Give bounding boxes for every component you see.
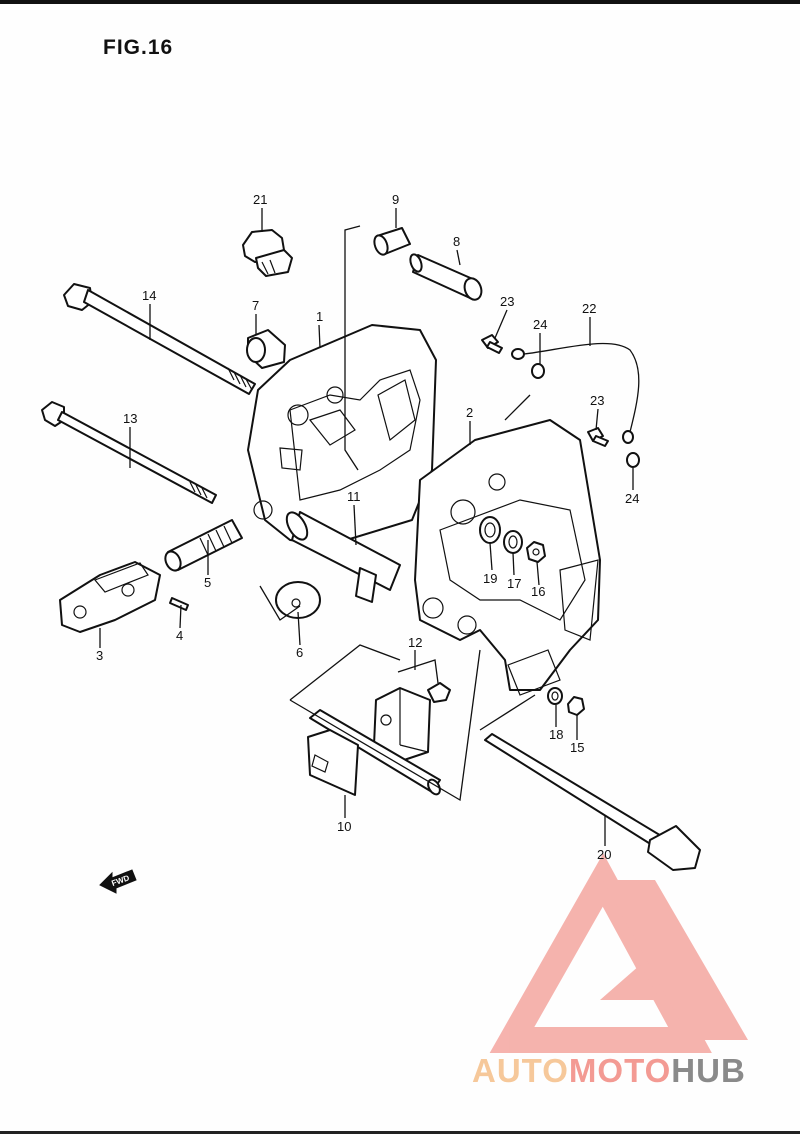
part-8-pin bbox=[409, 253, 483, 301]
part-17-washer bbox=[503, 530, 523, 554]
callout-4: 4 bbox=[176, 628, 183, 643]
watermark-auto: AUTO bbox=[472, 1052, 569, 1089]
top-border bbox=[0, 0, 800, 4]
callout-20: 20 bbox=[597, 847, 611, 862]
callout-12: 12 bbox=[408, 635, 422, 650]
part-4-pin bbox=[169, 597, 189, 611]
callout-17: 17 bbox=[507, 576, 521, 591]
bottom-border bbox=[0, 1131, 800, 1134]
fwd-arrow-icon: FWD bbox=[99, 869, 137, 894]
callout-18: 18 bbox=[549, 727, 563, 742]
part-21-plug bbox=[242, 229, 293, 277]
part-16-nut bbox=[526, 541, 546, 563]
callout-19: 19 bbox=[483, 571, 497, 586]
part-2-clamp-bracket bbox=[414, 419, 601, 696]
callout-24-upper: 24 bbox=[533, 317, 547, 332]
part-24-washer-upper bbox=[531, 363, 545, 379]
callout-3: 3 bbox=[96, 648, 103, 663]
callout-5: 5 bbox=[204, 575, 211, 590]
part-3-clamp-pad bbox=[59, 561, 161, 633]
callout-6: 6 bbox=[296, 645, 303, 660]
callout-10: 10 bbox=[337, 819, 351, 834]
watermark-hub: HUB bbox=[671, 1052, 746, 1089]
callout-8: 8 bbox=[453, 234, 460, 249]
part-20-rod bbox=[484, 733, 701, 871]
part-19-washer bbox=[479, 516, 501, 544]
assembly-lines bbox=[259, 225, 536, 802]
part-11-tube bbox=[285, 511, 401, 603]
part-24-washer-lower bbox=[626, 452, 640, 468]
part-15-nut bbox=[567, 696, 585, 716]
callout-23-upper: 23 bbox=[500, 294, 514, 309]
part-9-bushing bbox=[373, 227, 411, 256]
part-14-bolt bbox=[63, 283, 256, 395]
part-23-screw-upper bbox=[481, 334, 503, 354]
part-13-bolt bbox=[41, 401, 217, 504]
callout-21: 21 bbox=[253, 192, 267, 207]
part-7-bushing bbox=[246, 329, 286, 369]
callout-1: 1 bbox=[316, 309, 323, 324]
callout-24-lower: 24 bbox=[625, 491, 639, 506]
part-18-washer bbox=[547, 687, 563, 705]
callout-2: 2 bbox=[466, 405, 473, 420]
callout-23-lower: 23 bbox=[590, 393, 604, 408]
watermark-logo-icon bbox=[489, 853, 748, 1053]
part-5-threaded-pin bbox=[164, 519, 243, 572]
callout-9: 9 bbox=[392, 192, 399, 207]
callout-labels: 21 9 8 14 7 1 23 24 22 23 24 13 2 11 19 … bbox=[96, 192, 639, 862]
figure-title: FIG.16 bbox=[103, 36, 174, 59]
watermark-moto: MOTO bbox=[568, 1052, 672, 1089]
callout-7: 7 bbox=[252, 298, 259, 313]
part-22-ground-wire bbox=[511, 342, 640, 444]
callout-15: 15 bbox=[570, 740, 584, 755]
callout-11: 11 bbox=[347, 489, 361, 504]
callout-14: 14 bbox=[142, 288, 156, 303]
part-23-screw-lower bbox=[587, 427, 609, 447]
callout-leaders bbox=[99, 208, 634, 846]
watermark-text: AUTOMOTOHUB bbox=[472, 1052, 746, 1090]
callout-22: 22 bbox=[582, 301, 596, 316]
callout-13: 13 bbox=[123, 411, 137, 426]
part-12-block bbox=[373, 682, 451, 761]
callout-16: 16 bbox=[531, 584, 545, 599]
